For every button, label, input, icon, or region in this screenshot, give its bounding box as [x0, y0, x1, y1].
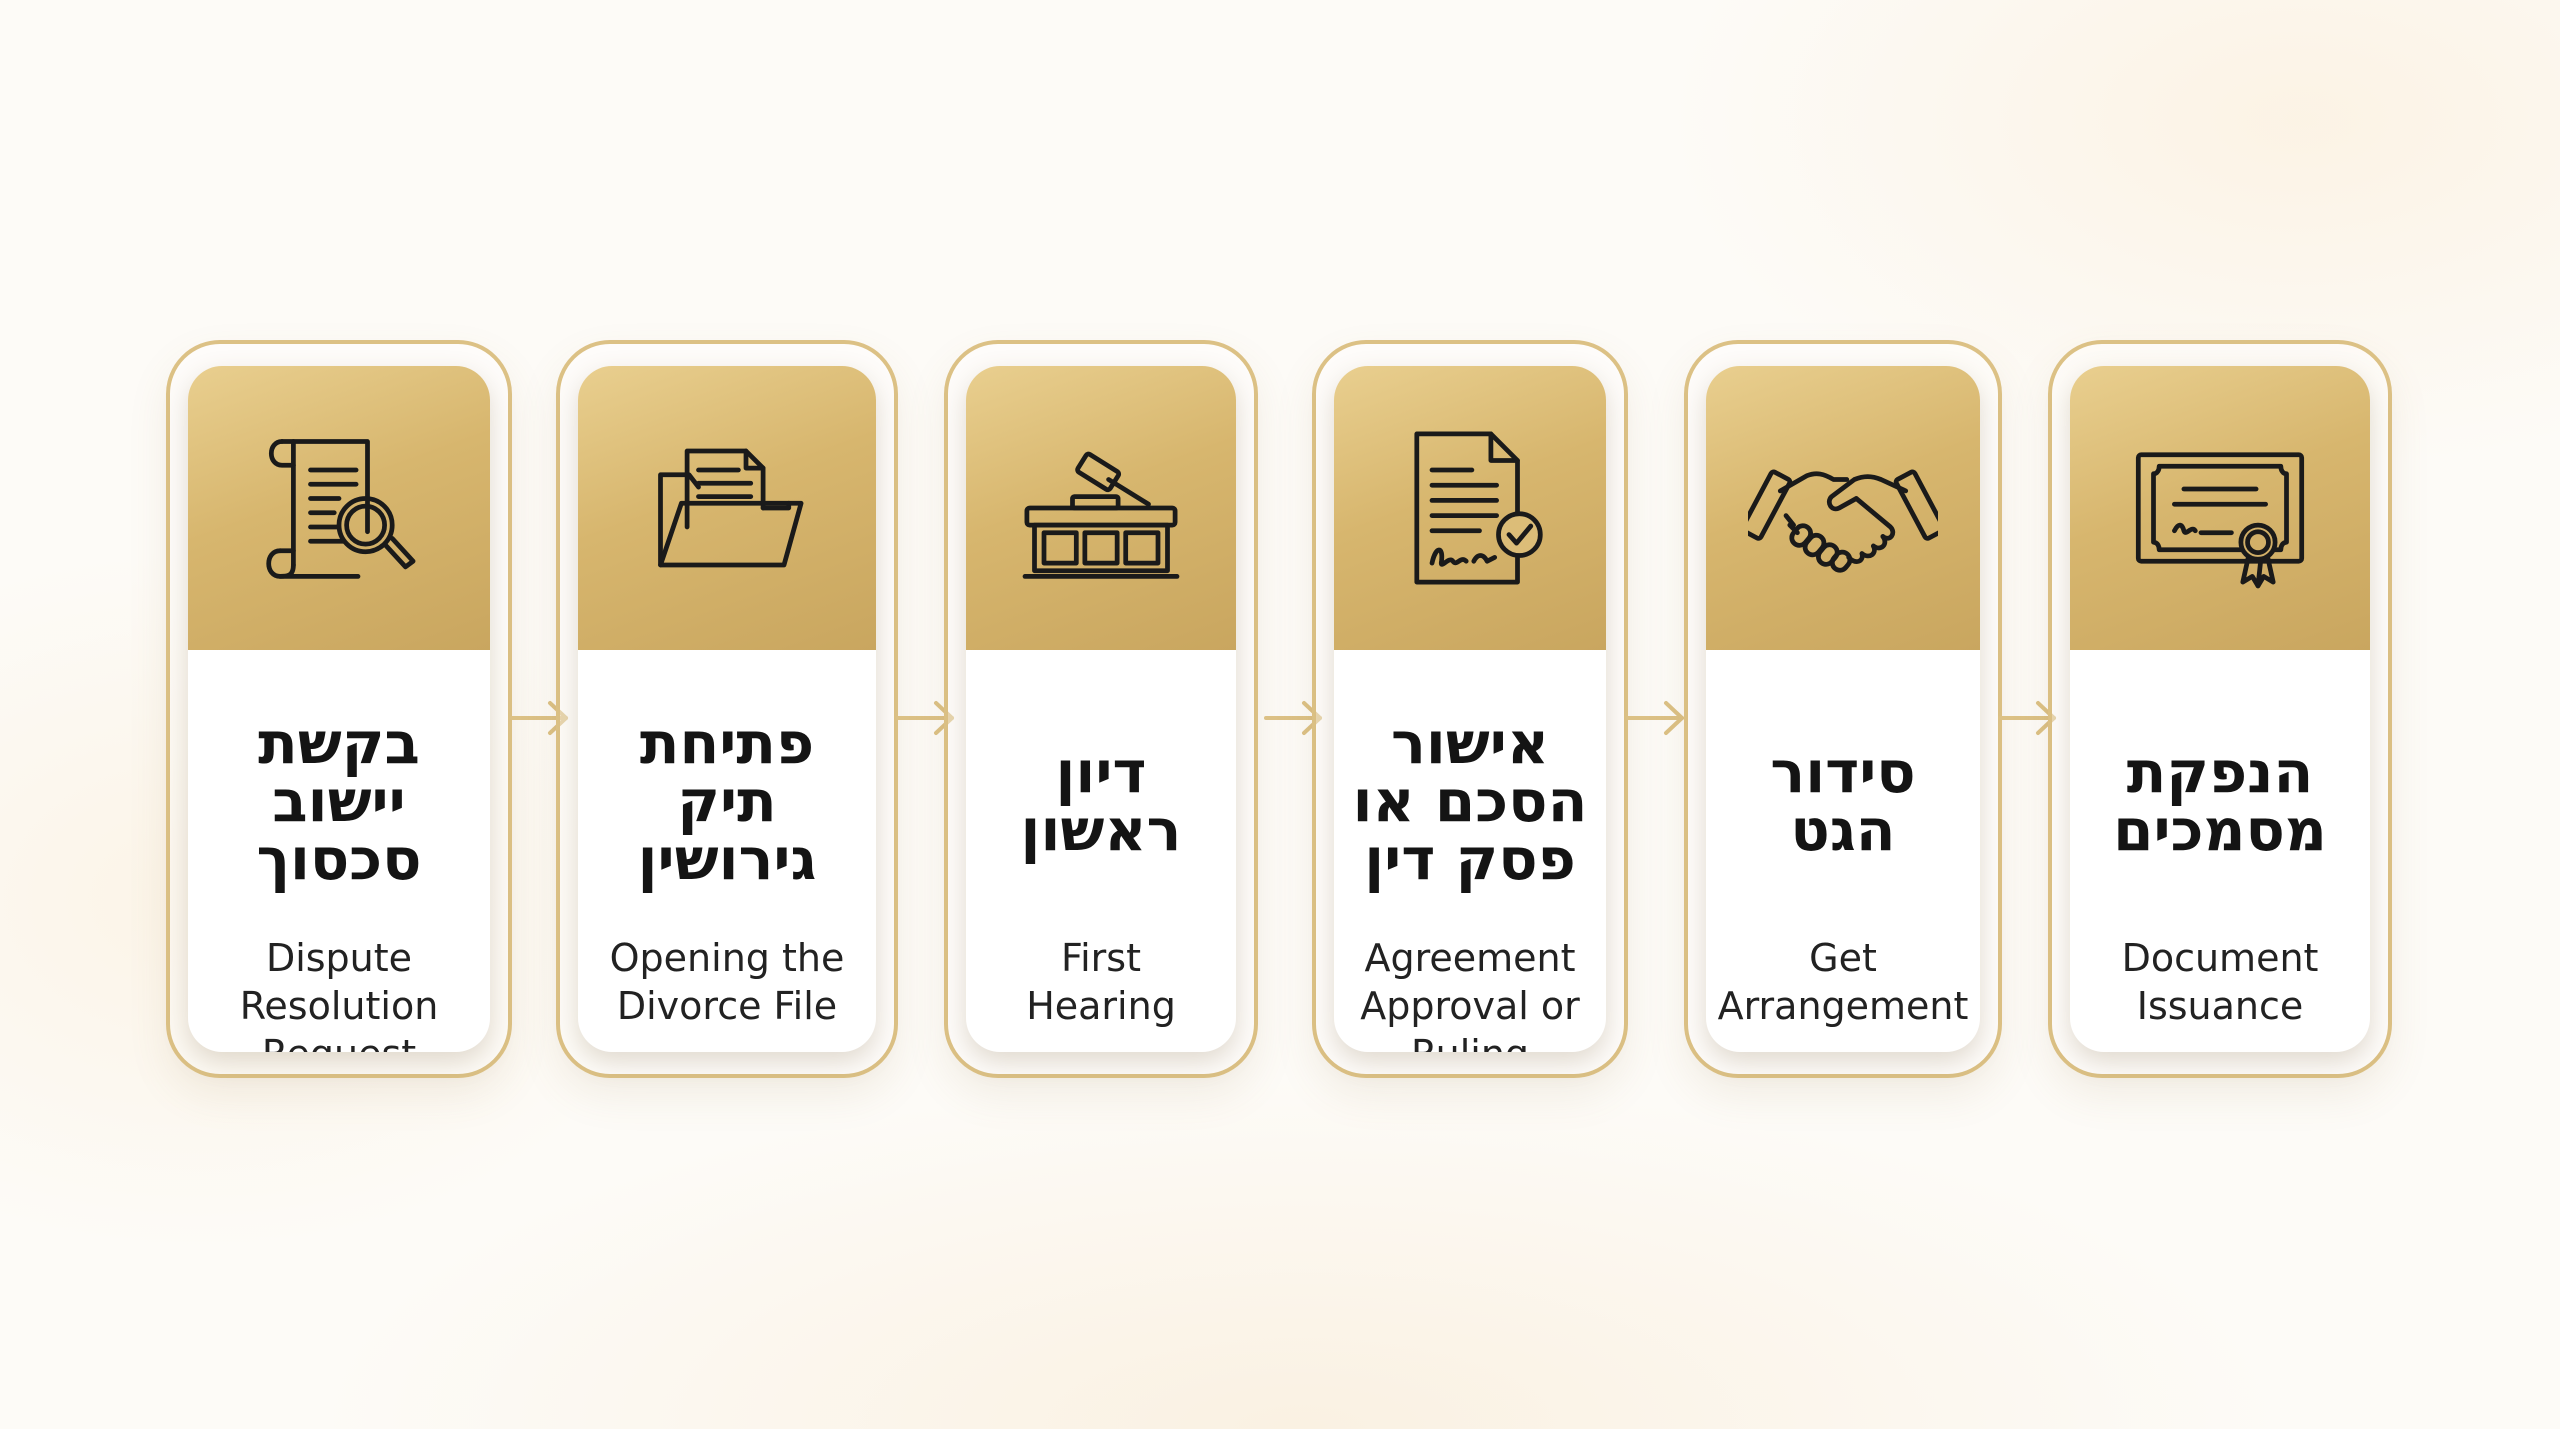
step-card-inner: סידור הגט Get Arrangement — [1706, 366, 1980, 1052]
step-card-first-hearing: דיון ראשון First Hearing — [944, 340, 1258, 1078]
step-title-hebrew: סידור הגט — [1770, 738, 1916, 864]
step-title-hebrew: אישור הסכם או פסק דין — [1352, 709, 1588, 893]
step-card-inner: פתיחת תיק גירושין Opening the Divorce Fi… — [578, 366, 876, 1052]
step-title-english: First Hearing — [1026, 936, 1176, 1028]
icon-panel — [188, 366, 490, 650]
step-card-agreement-approval: אישור הסכם או פסק דין Agreement Approval… — [1312, 340, 1628, 1078]
step-card-get-arrangement: סידור הגט Get Arrangement — [1684, 340, 2002, 1078]
step-title-hebrew: הנפקת מסמכים — [2113, 738, 2327, 864]
step-title-english: Document Issuance — [2121, 936, 2319, 1028]
arrow-right-icon — [1264, 701, 1322, 735]
icon-panel — [578, 366, 876, 650]
arrow-right-icon — [896, 701, 954, 735]
step-title-hebrew: דיון ראשון — [1020, 738, 1182, 864]
step-card-opening-divorce-file: פתיחת תיק גירושין Opening the Divorce Fi… — [556, 340, 898, 1078]
step-title-english: Opening the Divorce File — [609, 936, 845, 1028]
gavel-bench-icon — [1022, 451, 1180, 579]
icon-panel — [966, 366, 1236, 650]
step-card-dispute-resolution: בקשת יישוב סכסוך Dispute Resolution Requ… — [166, 340, 512, 1078]
step-card-inner: בקשת יישוב סכסוך Dispute Resolution Requ… — [188, 366, 490, 1052]
step-card-inner: דיון ראשון First Hearing — [966, 366, 1236, 1052]
step-card-inner: הנפקת מסמכים Document Issuance — [2070, 366, 2370, 1052]
step-title-english: Get Arrangement — [1717, 936, 1969, 1028]
icon-panel — [1334, 366, 1606, 650]
handshake-icon — [1748, 469, 1938, 573]
step-card-inner: אישור הסכם או פסק דין Agreement Approval… — [1334, 366, 1606, 1052]
icon-panel — [1706, 366, 1980, 650]
icon-panel — [2070, 366, 2370, 650]
scroll-magnifier-icon — [266, 439, 416, 579]
step-title-english: Agreement Approval or Ruling — [1360, 936, 1580, 1052]
step-title-hebrew: בקשת יישוב סכסוך — [256, 709, 422, 893]
arrow-right-icon — [1998, 701, 2056, 735]
folder-documents-icon — [658, 448, 804, 568]
signed-document-check-icon — [1414, 431, 1543, 585]
step-card-document-issuance: הנפקת מסמכים Document Issuance — [2048, 340, 2392, 1078]
step-title-english: Dispute Resolution Request — [239, 936, 439, 1052]
certificate-ribbon-icon — [2135, 452, 2305, 589]
step-title-hebrew: פתיחת תיק גירושין — [637, 709, 817, 893]
arrow-right-icon — [1626, 701, 1684, 735]
